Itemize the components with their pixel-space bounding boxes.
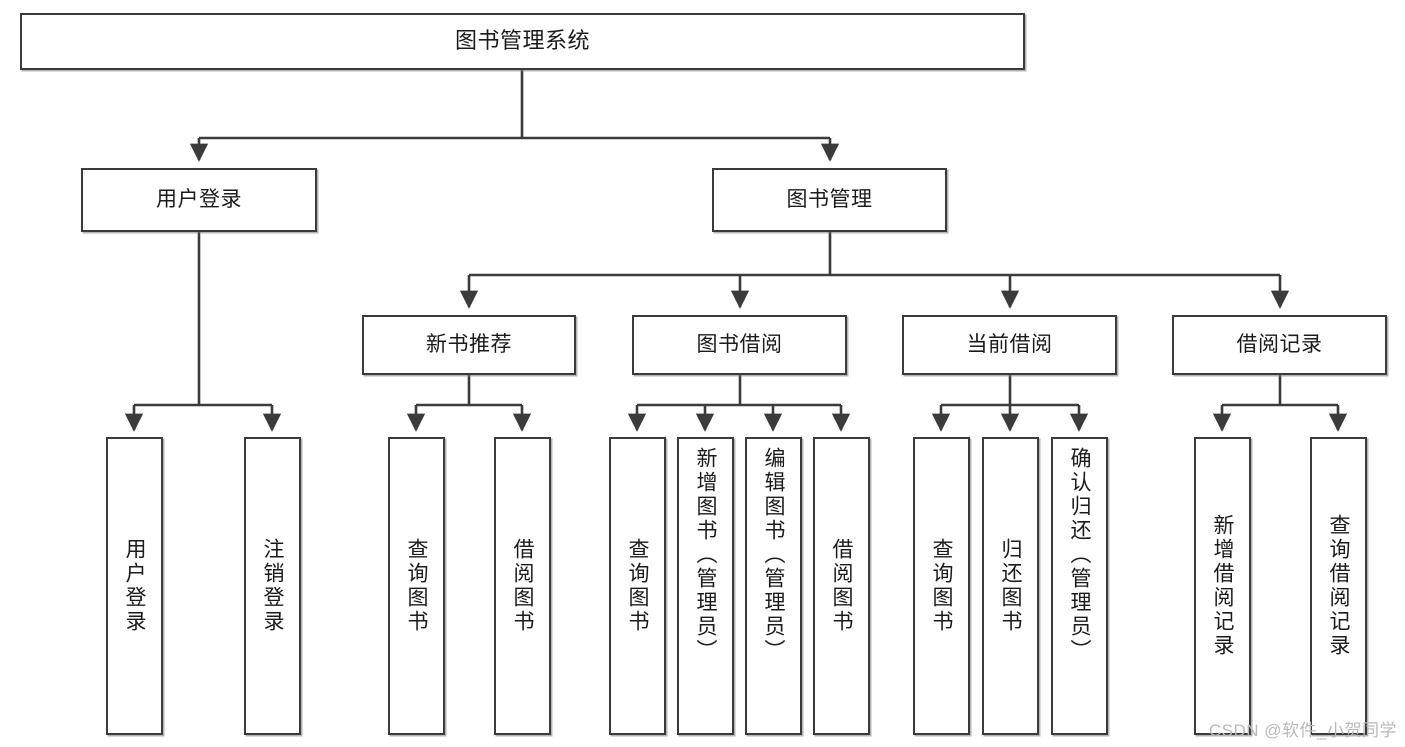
node-root-book-management-system[interactable]: 图书管理系统 — [20, 13, 1025, 70]
node-label: 用户登录 — [123, 538, 146, 634]
node-label: 用户登录 — [156, 188, 242, 212]
node-label: 查询借阅记录 — [1327, 514, 1350, 658]
node-borrow-record[interactable]: 借阅记录 — [1172, 315, 1387, 375]
node-label: 查询图书 — [930, 538, 953, 634]
leaf-book-borrow-borrow-book[interactable]: 借阅图书 — [813, 437, 870, 735]
node-label: 新增图书（管理员） — [694, 447, 717, 663]
node-label: 借阅图书 — [830, 538, 853, 634]
node-label: 注销登录 — [261, 538, 284, 634]
leaf-current-borrow-return-book[interactable]: 归还图书 — [982, 437, 1039, 735]
node-user-login[interactable]: 用户登录 — [81, 168, 317, 232]
leaf-new-book-query-book[interactable]: 查询图书 — [388, 437, 445, 735]
node-label: 查询图书 — [405, 538, 428, 634]
csdn-watermark: CSDN @软件_小贺同学 — [1208, 721, 1397, 740]
node-label: 编辑图书（管理员） — [762, 447, 785, 663]
leaf-borrow-record-query-record[interactable]: 查询借阅记录 — [1310, 437, 1367, 735]
leaf-book-borrow-add-book-admin[interactable]: 新增图书（管理员） — [677, 437, 734, 735]
node-current-borrow[interactable]: 当前借阅 — [902, 315, 1117, 375]
leaf-book-borrow-edit-book-admin[interactable]: 编辑图书（管理员） — [745, 437, 802, 735]
leaf-current-borrow-confirm-return-admin[interactable]: 确认归还（管理员） — [1051, 437, 1108, 735]
leaf-book-borrow-query-book[interactable]: 查询图书 — [609, 437, 666, 735]
leaf-new-book-borrow-book[interactable]: 借阅图书 — [494, 437, 551, 735]
leaf-current-borrow-query-book[interactable]: 查询图书 — [913, 437, 970, 735]
node-label: 图书管理 — [786, 188, 873, 212]
leaf-user-login-logout[interactable]: 注销登录 — [244, 437, 301, 735]
node-label: 查询图书 — [626, 538, 649, 634]
leaf-borrow-record-add-record[interactable]: 新增借阅记录 — [1194, 437, 1251, 735]
node-book-borrow[interactable]: 图书借阅 — [632, 315, 847, 375]
node-label: 新书推荐 — [426, 333, 512, 357]
node-label: 归还图书 — [999, 538, 1022, 634]
node-book-management[interactable]: 图书管理 — [712, 168, 947, 232]
node-label: 借阅记录 — [1236, 333, 1323, 357]
node-label: 新增借阅记录 — [1211, 514, 1234, 658]
node-label: 图书管理系统 — [454, 28, 590, 54]
node-label: 借阅图书 — [511, 538, 534, 634]
leaf-user-login-login[interactable]: 用户登录 — [106, 437, 163, 735]
node-new-book-recommend[interactable]: 新书推荐 — [362, 315, 576, 375]
node-label: 确认归还（管理员） — [1068, 447, 1091, 663]
node-label: 当前借阅 — [966, 333, 1053, 357]
node-label: 图书借阅 — [696, 333, 783, 357]
